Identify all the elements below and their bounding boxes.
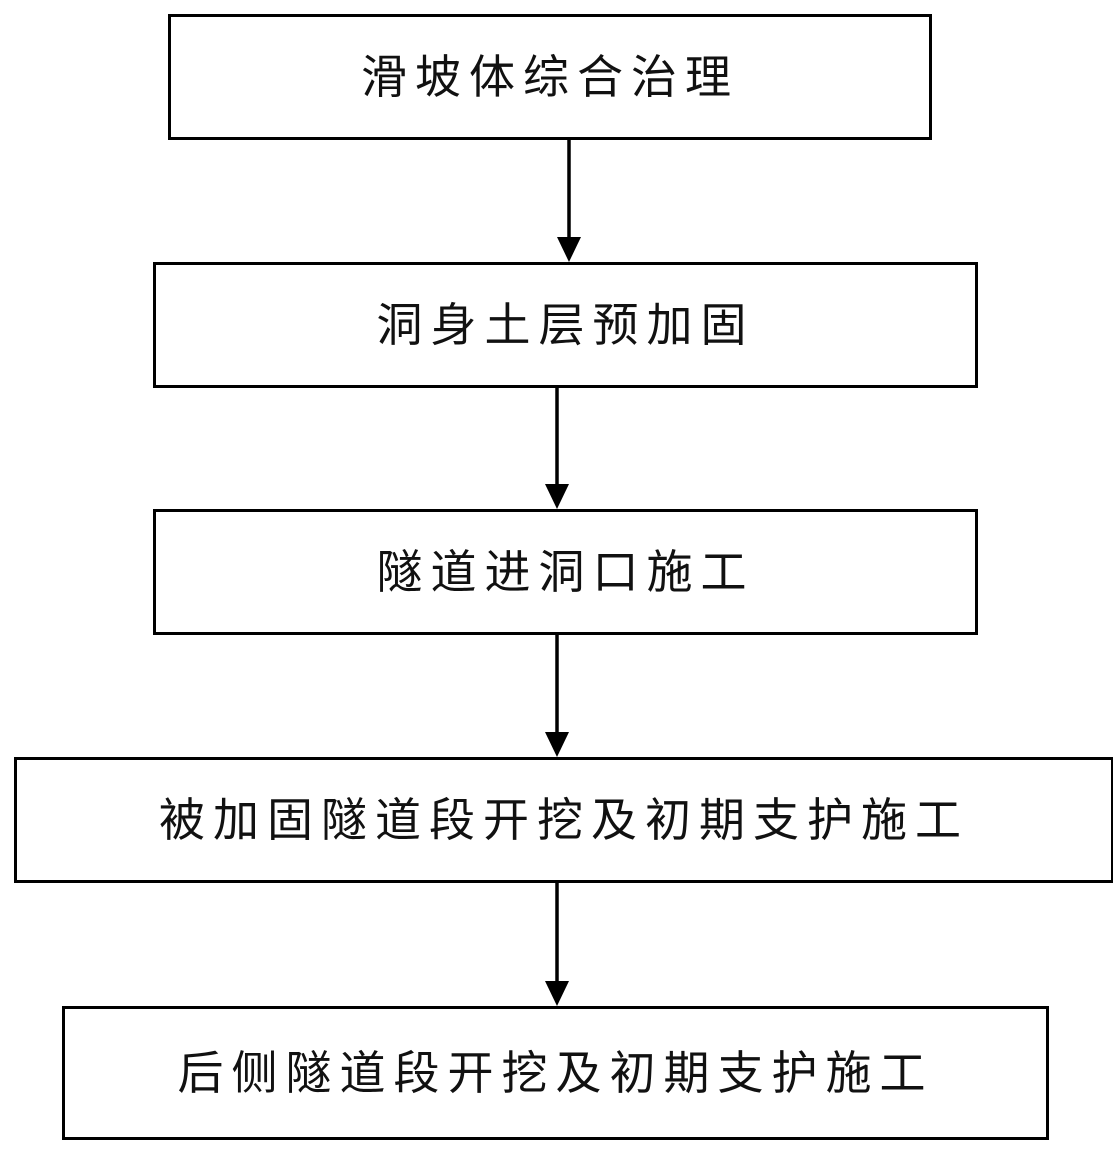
flow-step-1-label: 滑坡体综合治理 xyxy=(361,50,739,104)
arrow-4-to-5 xyxy=(545,883,569,1006)
flow-step-1-box: 滑坡体综合治理 xyxy=(168,14,932,140)
arrow-2-to-3 xyxy=(545,388,569,509)
flow-step-5-label: 后侧隧道段开挖及初期支护施工 xyxy=(177,1046,934,1100)
flow-step-4-label: 被加固隧道段开挖及初期支护施工 xyxy=(159,793,969,847)
flow-step-2-box: 洞身土层预加固 xyxy=(153,262,978,388)
flow-step-2-label: 洞身土层预加固 xyxy=(376,298,755,352)
arrow-3-to-4 xyxy=(545,635,569,757)
flow-step-3-box: 隧道进洞口施工 xyxy=(153,509,978,635)
arrow-1-to-2 xyxy=(557,140,581,262)
flow-step-5-box: 后侧隧道段开挖及初期支护施工 xyxy=(62,1006,1049,1140)
flow-step-3-label: 隧道进洞口施工 xyxy=(376,545,755,599)
flow-step-4-box: 被加固隧道段开挖及初期支护施工 xyxy=(14,757,1113,883)
